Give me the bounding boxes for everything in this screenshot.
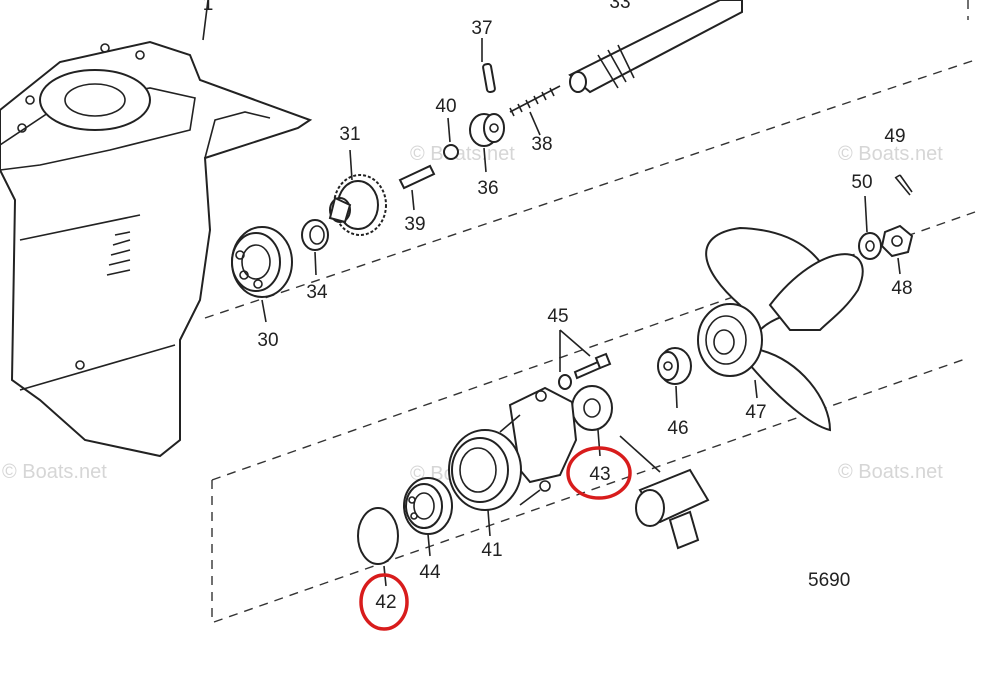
part-50-washer <box>858 232 882 260</box>
label-part-30: 30 <box>257 330 278 351</box>
highlight-circle-43 <box>566 446 632 500</box>
label-part-41: 41 <box>481 540 502 561</box>
part-36-clutch <box>469 113 505 147</box>
label-part-44: 44 <box>419 562 441 583</box>
part-30-bearing <box>231 226 293 298</box>
part-45-bolt <box>558 352 612 390</box>
watermark-right: © Boats.net <box>838 461 943 483</box>
gearcase-housing <box>0 40 313 458</box>
label-part-34: 34 <box>306 282 328 303</box>
part-31-gear <box>328 174 387 236</box>
label-part-1: 1 <box>203 0 214 15</box>
label-part-33: 33 <box>609 0 630 13</box>
part-41-bearing-carrier <box>448 386 578 511</box>
guide-lines <box>204 0 976 623</box>
label-part-37: 37 <box>471 18 492 39</box>
figure-id: 5690 <box>808 570 850 591</box>
leader-48 <box>897 257 901 275</box>
leader-44 <box>427 533 431 557</box>
watermark-top-right: © Boats.net <box>838 143 943 165</box>
part-40-ball <box>443 144 459 160</box>
leader-31 <box>349 149 353 181</box>
leader-36 <box>483 147 487 173</box>
part-34-ring <box>301 219 329 251</box>
label-part-40: 40 <box>435 96 456 117</box>
upper-dashed-guide <box>204 59 976 319</box>
label-part-39: 39 <box>404 214 425 235</box>
label-part-31: 31 <box>339 124 360 145</box>
label-part-48: 48 <box>891 278 912 299</box>
label-part-42: 42 <box>375 592 396 613</box>
part-42-o-ring <box>357 507 399 565</box>
label-part-43: 43 <box>589 464 610 485</box>
leader-40 <box>447 117 451 143</box>
part-47-propeller <box>697 226 864 432</box>
part-37-pin <box>482 62 496 94</box>
label-part-36: 36 <box>477 178 498 199</box>
leader-47 <box>754 379 758 399</box>
label-part-49: 49 <box>884 126 905 147</box>
leader-46 <box>675 385 678 409</box>
label-part-38: 38 <box>531 134 552 155</box>
leader-50 <box>864 195 868 233</box>
puller-tool <box>619 435 710 550</box>
part-39-pin <box>398 164 436 190</box>
bottom-dashed-guide <box>213 357 969 623</box>
leader-41 <box>487 509 491 537</box>
label-part-46: 46 <box>667 418 688 439</box>
leader-30 <box>261 299 267 323</box>
highlight-circle-42 <box>359 573 409 631</box>
leader-34 <box>314 251 317 276</box>
part-44-bearing <box>403 477 453 535</box>
leader-45 <box>559 329 591 372</box>
leader-38 <box>529 111 541 136</box>
part-43-washer <box>571 385 613 431</box>
watermark-left: © Boats.net <box>2 461 107 483</box>
part-48-nut <box>880 224 914 258</box>
watermark-top-center: © Boats.net <box>410 143 515 165</box>
leader-43 <box>597 429 601 457</box>
part-49-cotter-pin <box>894 174 913 196</box>
leader-1 <box>202 0 209 41</box>
part-46-bushing <box>657 347 692 385</box>
label-part-47: 47 <box>745 402 766 423</box>
driveshaft <box>568 0 743 94</box>
label-part-50: 50 <box>851 172 872 193</box>
label-part-45: 45 <box>547 306 568 327</box>
leader-39 <box>411 189 415 211</box>
